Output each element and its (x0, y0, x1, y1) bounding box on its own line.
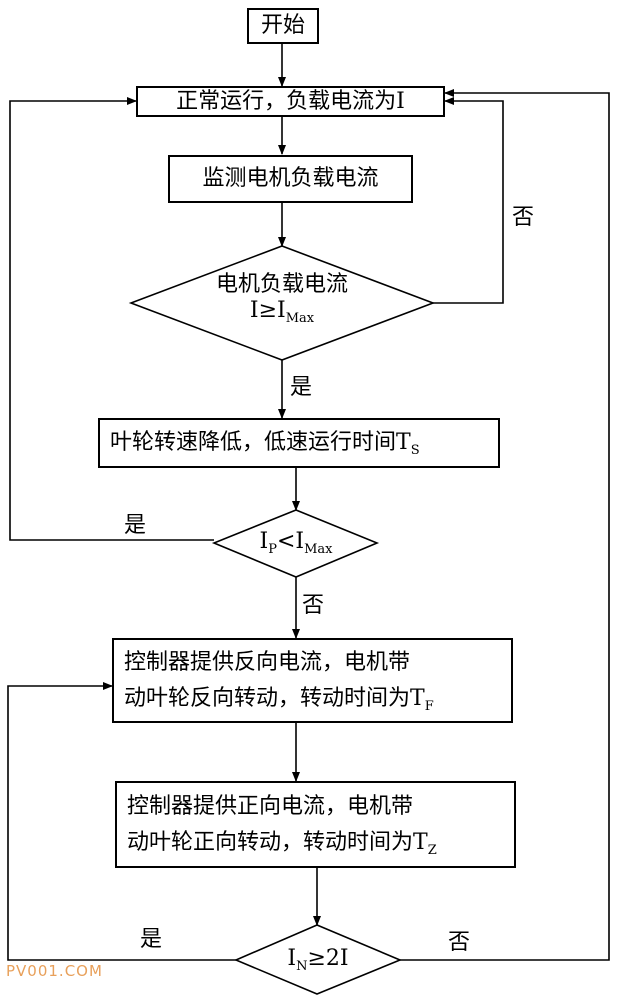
decision1-diamond (128, 245, 436, 361)
normal-run-box: 正常运行，负载电流为I (136, 86, 445, 117)
decision2-no-label: 否 (302, 593, 325, 618)
decision2-text: IP<IMax (259, 529, 333, 557)
decision1-no-label: 否 (512, 205, 535, 230)
start-box: 开始 (247, 8, 319, 44)
decision1-line2: I≥IMax (249, 298, 315, 326)
arrow-decision3-yes (7, 682, 236, 961)
arrow-decision2-yes (9, 97, 214, 541)
watermark: PV001.COM (6, 962, 103, 980)
decision1-text: 电机负载电流 I≥IMax (182, 272, 382, 326)
decision2-diamond (211, 509, 380, 578)
decision3-text: IN≥2I (287, 946, 349, 974)
decision2-yes-label: 是 (124, 513, 147, 538)
decision1-yes-label: 是 (290, 375, 313, 400)
arrow-decision1-no (433, 97, 504, 304)
reverse-line2: 动叶轮反向转动，转动时间为TF (124, 685, 434, 714)
forward-box: 控制器提供正向电流，电机带 动叶轮正向转动，转动时间为TZ (115, 781, 516, 868)
start-label: 开始 (260, 13, 305, 38)
decision3-diamond (233, 924, 403, 995)
reduce-speed-label: 叶轮转速降低，低速运行时间TS (110, 430, 420, 458)
decision1-line1: 电机负载电流 (215, 272, 348, 297)
monitor-label: 监测电机负载电流 (202, 166, 379, 191)
decision3-no-label: 否 (448, 930, 471, 955)
reverse-line1: 控制器提供反向电流，电机带 (124, 649, 411, 675)
forward-line2: 动叶轮正向转动，转动时间为TZ (127, 829, 437, 858)
normal-run-label: 正常运行，负载电流为I (176, 88, 405, 114)
reduce-speed-box: 叶轮转速降低，低速运行时间TS (98, 418, 500, 468)
reverse-box: 控制器提供反向电流，电机带 动叶轮反向转动，转动时间为TF (112, 638, 513, 723)
forward-line1: 控制器提供正向电流，电机带 (127, 793, 414, 819)
monitor-box: 监测电机负载电流 (168, 155, 413, 203)
arrow-decision3-no (400, 89, 610, 961)
decision3-yes-label: 是 (140, 927, 163, 952)
